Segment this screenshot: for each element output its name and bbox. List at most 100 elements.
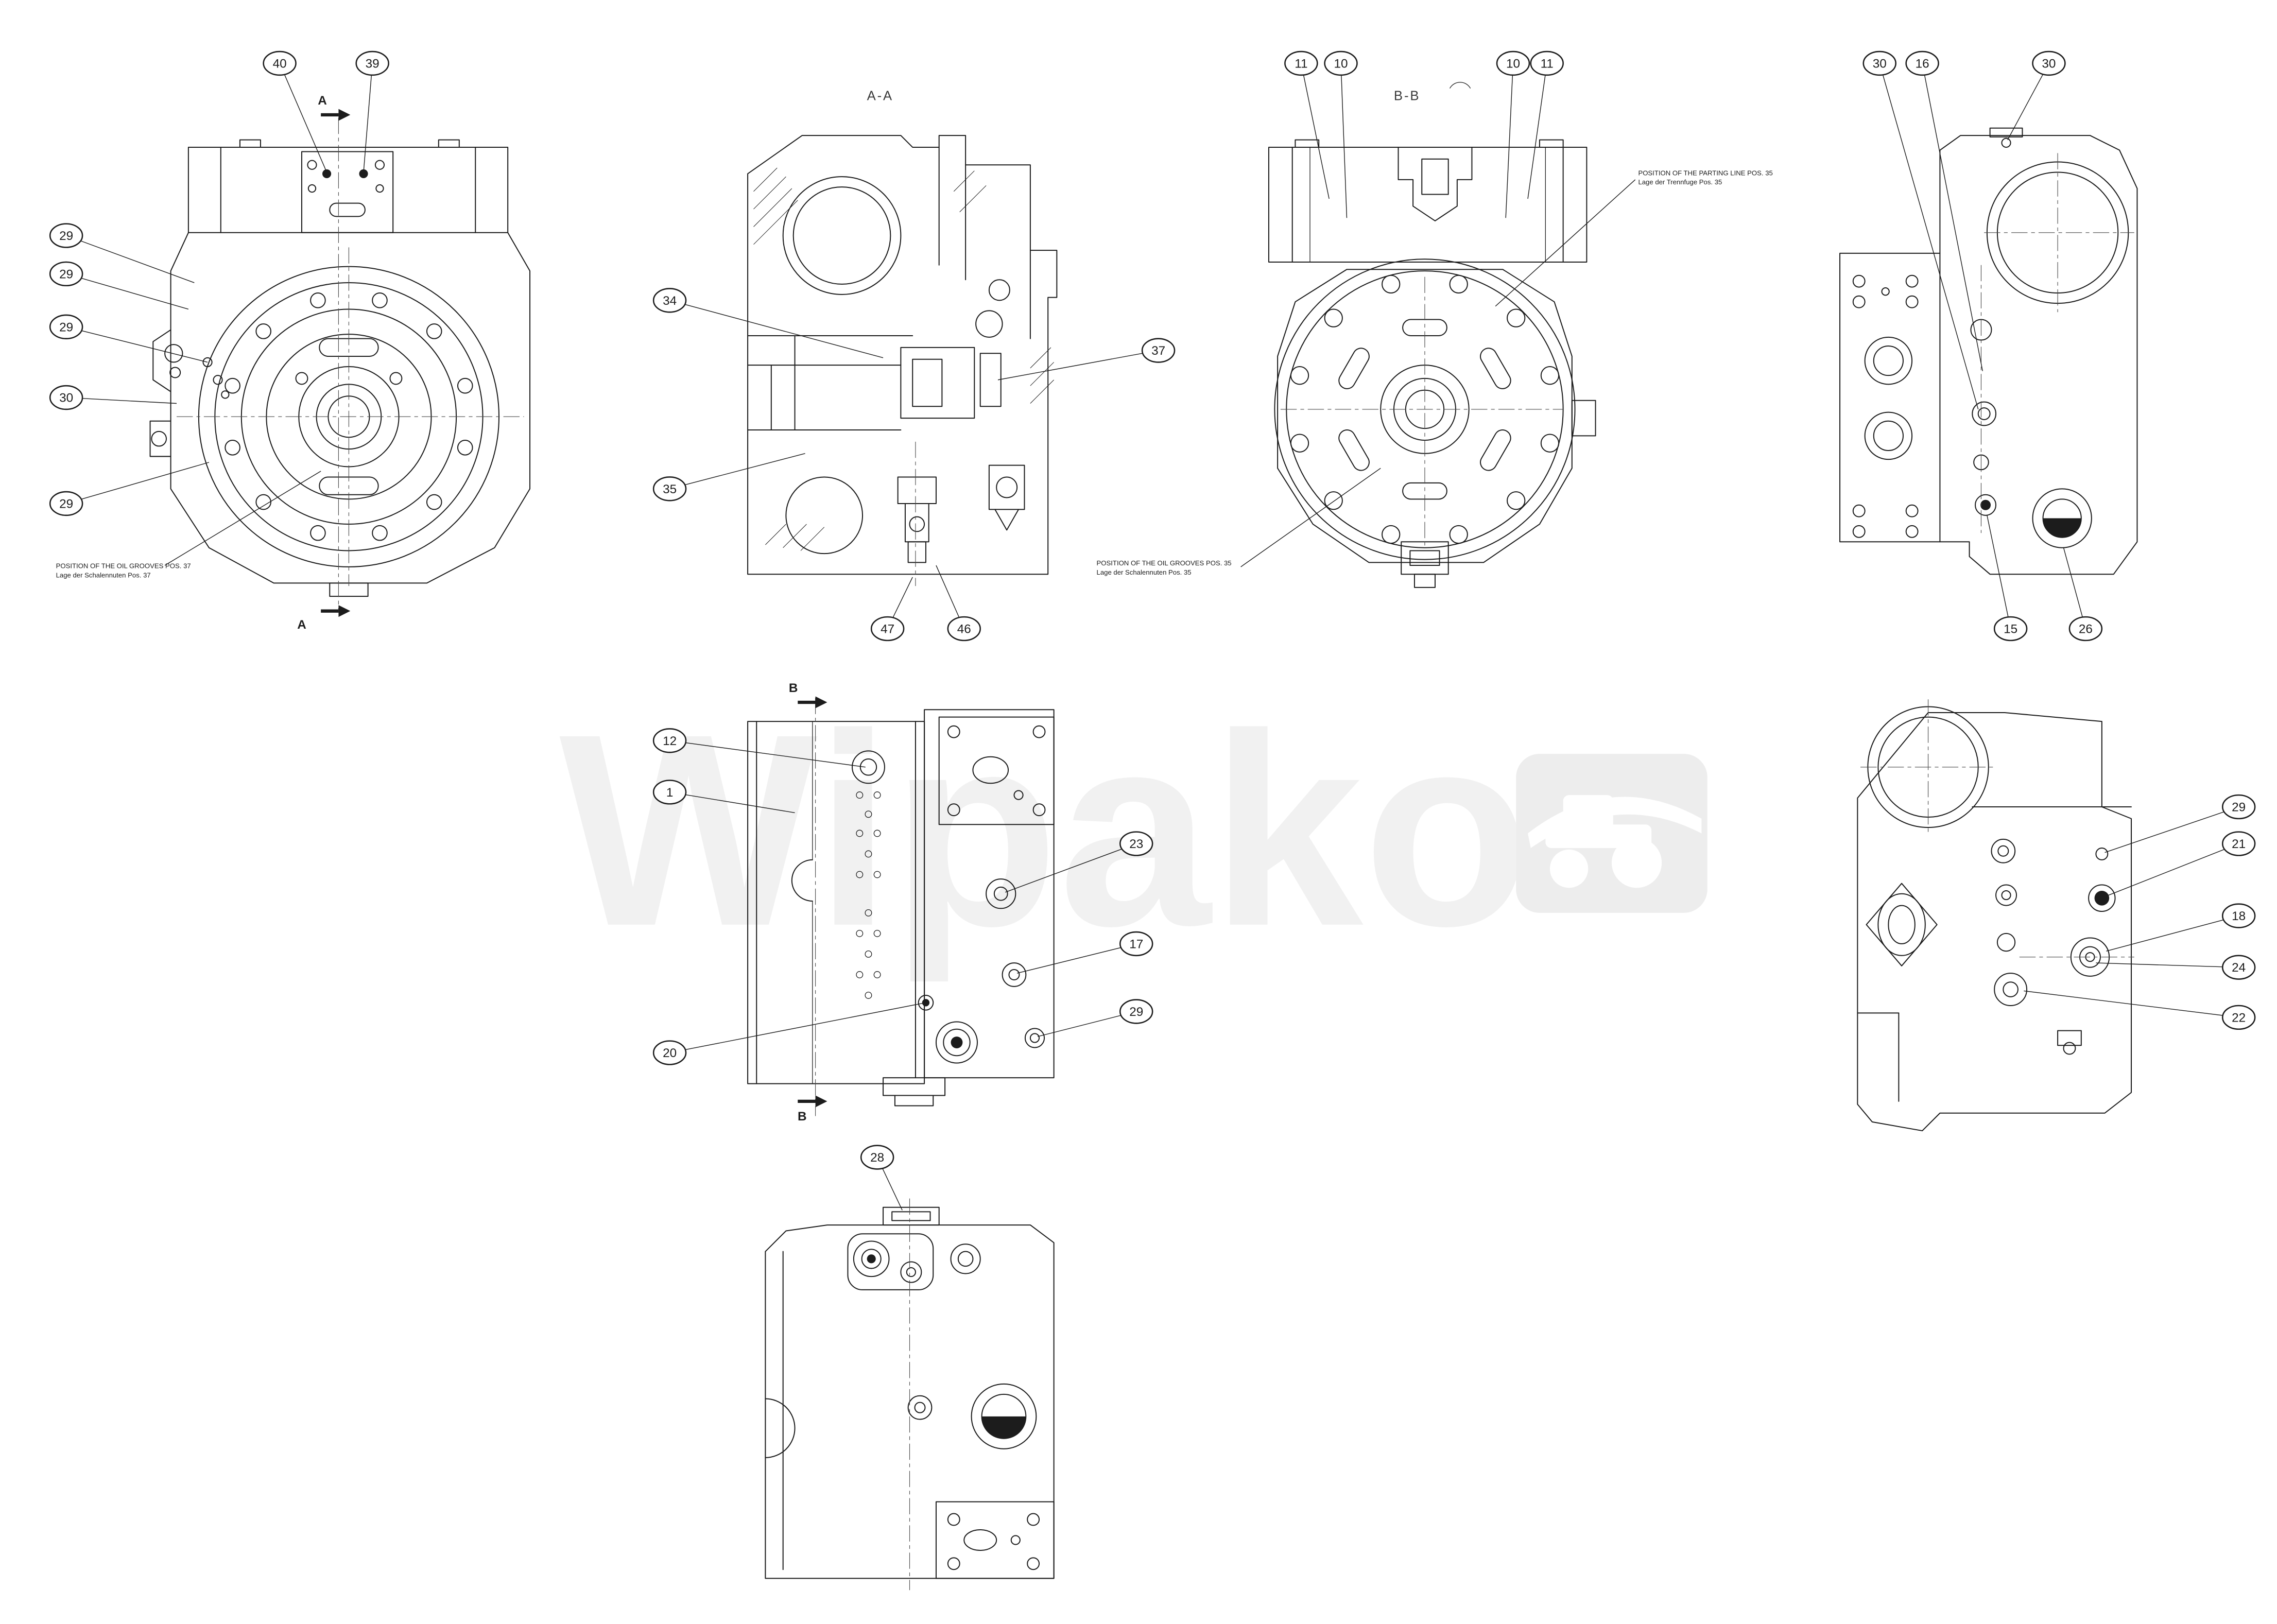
callout-23: 23 bbox=[1005, 831, 1153, 893]
callout-balloon bbox=[2221, 794, 2256, 820]
callout-leader bbox=[997, 350, 1159, 381]
callout-number: 10 bbox=[1334, 57, 1348, 71]
port-b-mount-pad bbox=[938, 716, 1055, 825]
annotation-leader bbox=[164, 471, 321, 566]
callout-leader bbox=[66, 462, 210, 504]
callout-number: 15 bbox=[2004, 623, 2017, 636]
callout-29: 29 bbox=[49, 261, 189, 310]
callout-40: 40 bbox=[263, 50, 327, 172]
callout-balloon bbox=[2221, 903, 2256, 928]
callout-29: 29 bbox=[49, 462, 210, 516]
bottom-top-tab bbox=[883, 1206, 940, 1226]
callout-balloon bbox=[1862, 50, 1896, 76]
callout-balloon bbox=[1119, 931, 1153, 957]
callout-number: 11 bbox=[1541, 57, 1554, 71]
bottom-ports bbox=[853, 1240, 1037, 1449]
callout-17: 17 bbox=[1017, 931, 1153, 974]
callout-balloon bbox=[49, 223, 83, 248]
callout-11: 11 bbox=[1527, 50, 1564, 199]
view-section-aa bbox=[747, 135, 1058, 586]
callout-11: 11 bbox=[1284, 50, 1330, 199]
rotation-arc-icon bbox=[1449, 82, 1471, 89]
callout-balloon bbox=[652, 780, 687, 805]
bb-flange-outline bbox=[1277, 269, 1573, 563]
callout-number: 47 bbox=[881, 623, 894, 636]
callout-leader bbox=[2104, 843, 2239, 897]
annotations-layer: POSITION OF THE OIL GROOVES POS. 37Lage … bbox=[56, 169, 1773, 579]
callout-29: 29 bbox=[49, 223, 195, 283]
callout-balloon bbox=[1324, 50, 1358, 76]
callout-number: 40 bbox=[273, 57, 287, 71]
bb-top-slot bbox=[1398, 146, 1473, 221]
callout-balloon bbox=[2068, 616, 2103, 642]
cut-arrow-head bbox=[815, 696, 827, 709]
callout-30: 30 bbox=[2007, 50, 2066, 140]
callout-39: 39 bbox=[355, 50, 389, 172]
bb-right-stub bbox=[1571, 400, 1596, 437]
callout-balloon bbox=[1141, 338, 1176, 363]
callout-leader bbox=[2024, 990, 2239, 1018]
callout-number: 26 bbox=[2079, 623, 2093, 636]
callout-number: 30 bbox=[1873, 57, 1887, 71]
callout-leader bbox=[2063, 547, 2086, 629]
aa-valve-body bbox=[900, 347, 975, 419]
callout-balloon bbox=[860, 1145, 894, 1170]
callout-balloon bbox=[49, 314, 83, 339]
callout-balloon bbox=[49, 385, 83, 410]
callout-balloon bbox=[1993, 616, 2028, 642]
cut-arrow-head bbox=[815, 1095, 827, 1108]
annotation-text: Lage der Schalennuten Pos. 37 bbox=[56, 571, 151, 579]
callout-leader bbox=[669, 791, 795, 814]
callout-number: 16 bbox=[1916, 57, 1929, 71]
callout-number: 30 bbox=[2042, 57, 2056, 71]
callout-leader bbox=[66, 326, 208, 363]
callout-18: 18 bbox=[2106, 903, 2256, 952]
callout-number: 22 bbox=[2232, 1011, 2246, 1025]
callout-22: 22 bbox=[2024, 990, 2256, 1030]
bb-top-block bbox=[1268, 146, 1588, 263]
callout-number: 29 bbox=[59, 497, 73, 511]
callout-leader bbox=[2007, 63, 2049, 140]
callout-15: 15 bbox=[1987, 515, 2028, 642]
side-a-plate-holes bbox=[1852, 274, 1919, 538]
bottom-outline bbox=[765, 1224, 1055, 1579]
callout-leader bbox=[2096, 962, 2239, 968]
callout-balloon bbox=[1905, 50, 1939, 76]
aa-hatching bbox=[753, 167, 1054, 551]
callout-number: 37 bbox=[1151, 344, 1165, 358]
annotation-2: POSITION OF THE OIL GROOVES POS. 35Lage … bbox=[1097, 468, 1381, 576]
callout-balloon bbox=[1119, 831, 1153, 856]
callout-leader bbox=[279, 63, 327, 172]
callout-21: 21 bbox=[2104, 831, 2256, 897]
callout-number: 17 bbox=[1129, 937, 1143, 951]
callout-number: 23 bbox=[1129, 837, 1143, 851]
callout-leader bbox=[1301, 63, 1330, 199]
view-bottom bbox=[765, 1198, 1055, 1591]
callout-20: 20 bbox=[652, 1002, 926, 1065]
callout-number: 20 bbox=[663, 1046, 677, 1060]
callout-number: 39 bbox=[366, 57, 380, 71]
front-cap-holes bbox=[307, 160, 385, 193]
callout-30: 30 bbox=[49, 385, 177, 410]
callout-number: 1 bbox=[666, 786, 674, 800]
callout-leader bbox=[1505, 63, 1514, 218]
callout-35: 35 bbox=[652, 453, 805, 502]
view-section-bb bbox=[1268, 82, 1596, 588]
callout-leader bbox=[1879, 63, 1979, 410]
annotation-0: POSITION OF THE OIL GROOVES POS. 37Lage … bbox=[56, 471, 321, 579]
callout-balloon bbox=[49, 261, 83, 287]
front-left-ear bbox=[149, 329, 230, 457]
cut-letter: A bbox=[318, 94, 327, 108]
bottom-mount-pad bbox=[935, 1501, 1055, 1579]
callout-26: 26 bbox=[2063, 547, 2103, 642]
annotation-text: POSITION OF THE PARTING LINE POS. 35 bbox=[1638, 169, 1772, 177]
aa-bottom-plug bbox=[897, 476, 937, 563]
section-label-A-A: A-A bbox=[867, 89, 893, 103]
callout-leader bbox=[66, 235, 195, 283]
callout-leader bbox=[669, 453, 805, 490]
callout-balloon bbox=[2221, 955, 2256, 980]
section-aa-outline bbox=[747, 135, 1058, 575]
callout-16: 16 bbox=[1905, 50, 1983, 371]
callout-leader bbox=[1017, 943, 1136, 974]
callout-balloon bbox=[2221, 831, 2256, 856]
